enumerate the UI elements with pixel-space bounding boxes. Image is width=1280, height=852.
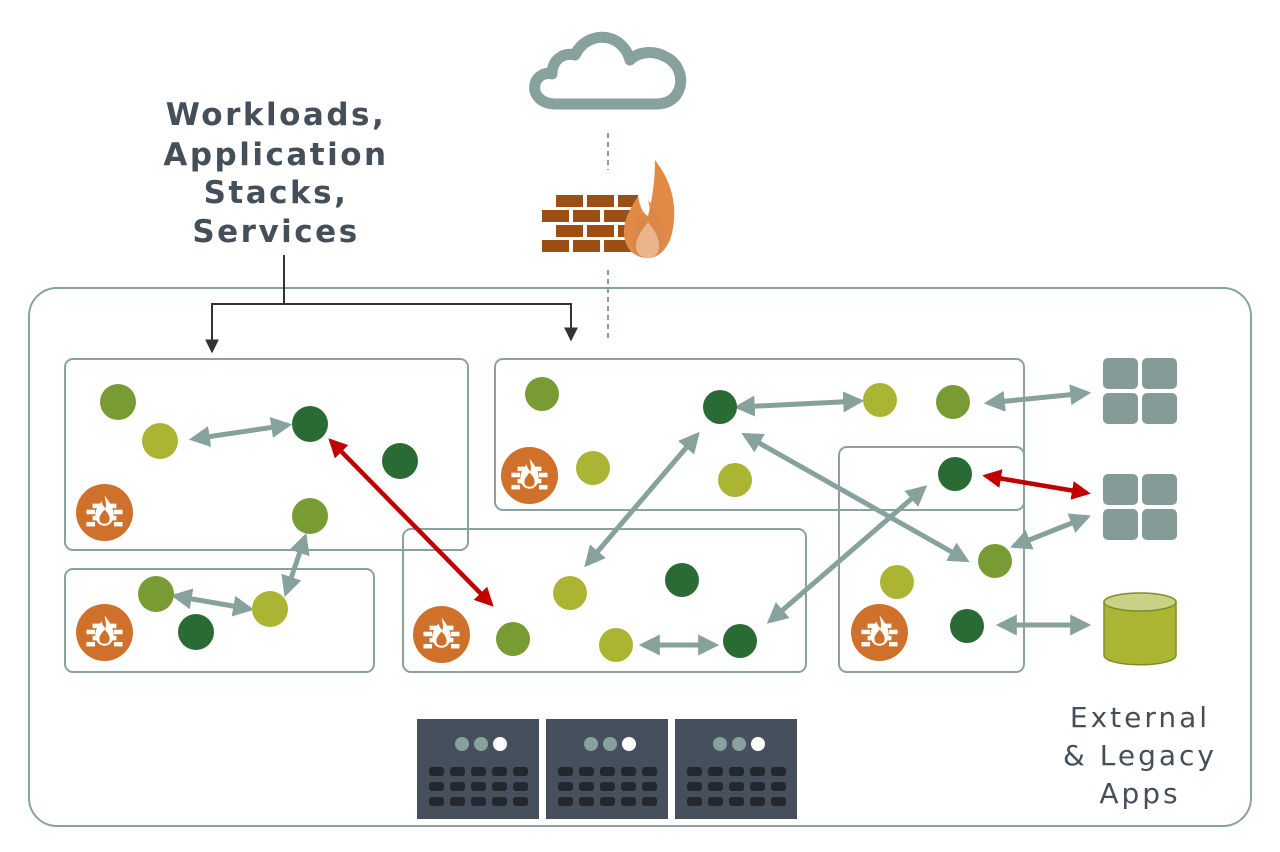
title-line-2: Application [163, 137, 388, 173]
workload-node[interactable] [599, 628, 633, 662]
workload-node[interactable] [978, 544, 1012, 578]
title-line-4: Services [192, 214, 359, 250]
workload-node[interactable] [178, 614, 214, 650]
violation-arrow [982, 469, 1091, 500]
flow-arrow [741, 432, 970, 563]
flow-arrow [766, 485, 928, 624]
title-line-1: Workloads, [166, 97, 387, 133]
flow-arrow [733, 391, 865, 417]
flow-arrow [1010, 513, 1091, 550]
segment-b[interactable] [64, 568, 375, 673]
workload-node[interactable] [938, 457, 972, 491]
workload-node[interactable] [553, 576, 587, 610]
workload-node[interactable] [576, 451, 610, 485]
flow-arrow [983, 384, 1092, 412]
cloud-icon [529, 31, 687, 110]
flow-arrow [170, 588, 255, 617]
external-label-line-3: Apps [1099, 777, 1180, 810]
title-connector [205, 255, 578, 354]
datacenter-frame [28, 287, 1252, 827]
server-icon [417, 719, 539, 819]
workload-node[interactable] [292, 406, 328, 442]
workload-node[interactable] [525, 377, 559, 411]
workload-node[interactable] [863, 383, 897, 417]
workload-node[interactable] [723, 624, 757, 658]
workload-node[interactable] [100, 384, 136, 420]
firewall-badge-icon [851, 604, 908, 661]
database-icon[interactable] [1103, 592, 1177, 666]
workloads-title: Workloads, Application Stacks, Services [163, 97, 388, 250]
workload-node[interactable] [142, 423, 178, 459]
workload-node[interactable] [936, 385, 970, 419]
external-apps-label: External & Legacy Apps [1063, 701, 1217, 810]
workload-node[interactable] [496, 622, 530, 656]
workload-node[interactable] [138, 576, 174, 612]
server-icon [675, 719, 797, 819]
workload-node[interactable] [880, 565, 914, 599]
workload-node[interactable] [292, 498, 328, 534]
app-grid-icon[interactable] [1103, 474, 1177, 540]
workload-node[interactable] [252, 591, 288, 627]
violation-flows [328, 438, 1091, 607]
violation-arrow [328, 438, 494, 607]
traffic-flows [170, 384, 1092, 656]
workload-node[interactable] [382, 443, 418, 479]
workload-node[interactable] [703, 390, 737, 424]
flow-arrow [584, 431, 700, 568]
firewall-badge-icon [76, 604, 133, 661]
app-grid-icon[interactable] [1103, 358, 1177, 424]
workload-node[interactable] [665, 563, 699, 597]
external-label-line-1: External [1070, 701, 1210, 734]
firewall-badge-icon [413, 606, 470, 663]
firewall-icon [542, 160, 675, 258]
firewall-badge-icon [76, 484, 133, 541]
workload-node[interactable] [950, 609, 984, 643]
server-icon [546, 719, 668, 819]
flow-arrow [281, 533, 310, 597]
external-label-line-2: & Legacy [1063, 739, 1217, 772]
title-line-3: Stacks, [204, 175, 349, 211]
firewall-badge-icon [501, 447, 558, 504]
flow-arrow [188, 417, 293, 447]
workload-nodes [100, 377, 1012, 662]
workload-node[interactable] [718, 463, 752, 497]
